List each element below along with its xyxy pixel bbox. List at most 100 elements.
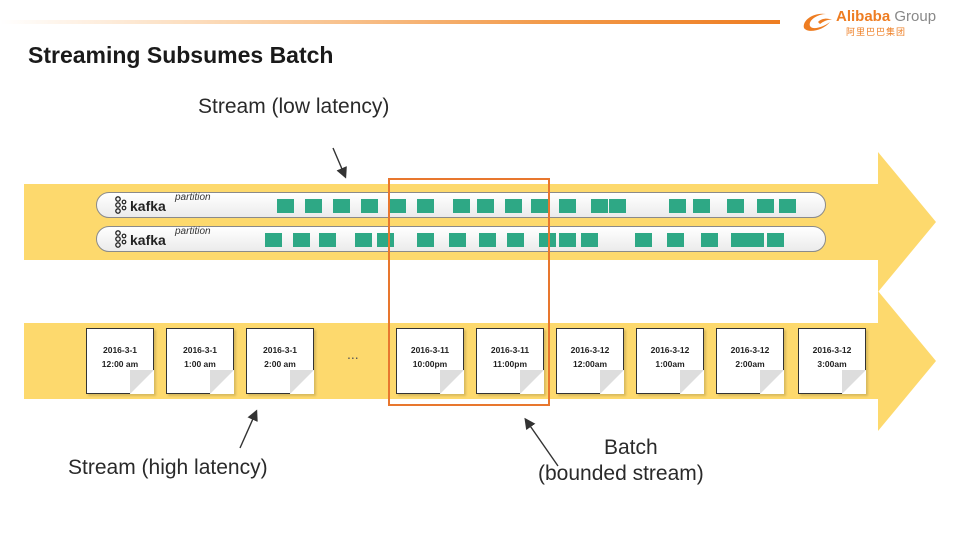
file-page-label: 2016-3-11 11:00pm	[477, 343, 543, 371]
stream-record	[417, 233, 434, 247]
file-page: 2016-3-12 2:00am	[716, 328, 784, 394]
file-page: 2016-3-12 3:00am	[798, 328, 866, 394]
file-page-label: 2016-3-12 1:00am	[637, 343, 703, 371]
file-date: 2016-3-12	[812, 345, 852, 355]
stream-record	[417, 199, 434, 213]
file-page: 2016-3-11 11:00pm	[476, 328, 544, 394]
stream-record	[355, 233, 372, 247]
page-fold	[842, 370, 866, 394]
stream-record	[265, 233, 282, 247]
file-date: 2016-3-11	[410, 345, 450, 355]
alibaba-logo: Alibaba Group 阿里巴巴集团	[800, 6, 950, 40]
partition-label: partition	[175, 192, 211, 203]
file-date: 2016-3-1	[262, 345, 298, 355]
label-bounded-stream: (bounded stream)	[538, 462, 704, 485]
batch-highlight-box	[388, 178, 550, 406]
alibaba-logo-icon	[803, 13, 832, 31]
file-time: 1:00 am	[184, 359, 216, 369]
file-page: 2016-3-12 1:00am	[636, 328, 704, 394]
kafka-logo: kafka	[113, 196, 166, 214]
arrow-to-batch	[524, 417, 559, 467]
file-page: 2016-3-1 2:00 am	[246, 328, 314, 394]
file-time: 3:00am	[817, 359, 847, 369]
file-time: 1:00am	[655, 359, 685, 369]
kafka-logo: kafka	[113, 230, 166, 248]
file-page: 2016-3-1 1:00 am	[166, 328, 234, 394]
slide-title: Streaming Subsumes Batch	[28, 42, 334, 68]
ellipsis: ...	[347, 346, 359, 362]
file-page: 2016-3-11 10:00pm	[396, 328, 464, 394]
page-fold	[680, 370, 704, 394]
label-stream-high-latency: Stream (high latency)	[68, 456, 268, 479]
stream-record	[635, 233, 652, 247]
file-date: 2016-3-12	[570, 345, 610, 355]
logo-chinese: 阿里巴巴集团	[846, 27, 907, 37]
stream-record	[507, 233, 524, 247]
stream-record	[477, 199, 494, 213]
stream-record	[747, 233, 764, 247]
stream-record	[453, 199, 470, 213]
file-date: 2016-3-1	[182, 345, 218, 355]
file-date: 2016-3-12	[650, 345, 690, 355]
logo-wordmark: Alibaba Group	[836, 8, 937, 25]
stream-record	[531, 199, 548, 213]
file-time: 10:00pm	[412, 359, 448, 369]
stream-record	[667, 233, 684, 247]
kafka-partition-pipe: kafka partition	[96, 226, 826, 252]
stream-record	[293, 233, 310, 247]
stream-record	[305, 199, 322, 213]
kafka-partition-pipe: kafka partition	[96, 192, 826, 218]
kafka-icon	[115, 196, 127, 214]
stream-record	[333, 199, 350, 213]
stream-record	[479, 233, 496, 247]
stream-record	[731, 233, 748, 247]
stream-record	[693, 199, 710, 213]
stream-arrow-low-latency	[878, 152, 936, 292]
file-page-label: 2016-3-1 1:00 am	[167, 343, 233, 371]
stream-record	[609, 199, 626, 213]
stream-record	[449, 233, 466, 247]
file-page-label: 2016-3-12 12:00am	[557, 343, 623, 371]
arrow-to-kafka	[332, 147, 347, 179]
label-stream-low-latency: Stream (low latency)	[198, 95, 390, 118]
page-fold	[440, 370, 464, 394]
file-date: 2016-3-12	[730, 345, 770, 355]
label-batch: Batch	[604, 436, 658, 459]
file-time: 2:00 am	[264, 359, 296, 369]
file-time: 12:00 am	[101, 359, 139, 369]
file-time: 11:00pm	[492, 359, 528, 369]
stream-record	[559, 233, 576, 247]
stream-record	[319, 233, 336, 247]
stream-record	[539, 233, 556, 247]
arrow-to-files	[239, 409, 258, 449]
stream-record	[505, 199, 522, 213]
stream-record	[757, 199, 774, 213]
header-accent-line	[0, 20, 780, 24]
kafka-icon	[115, 230, 127, 248]
stream-record	[591, 199, 608, 213]
file-page-label: 2016-3-1 2:00 am	[247, 343, 313, 371]
file-page: 2016-3-12 12:00am	[556, 328, 624, 394]
page-fold	[760, 370, 784, 394]
file-page-label: 2016-3-12 2:00am	[717, 343, 783, 371]
stream-record	[277, 199, 294, 213]
page-fold	[520, 370, 544, 394]
file-date: 2016-3-11	[490, 345, 530, 355]
stream-record	[581, 233, 598, 247]
page-fold	[290, 370, 314, 394]
stream-record	[669, 199, 686, 213]
file-page-label: 2016-3-12 3:00am	[799, 343, 865, 371]
file-page-label: 2016-3-11 10:00pm	[397, 343, 463, 371]
stream-record	[361, 199, 378, 213]
file-time: 2:00am	[735, 359, 765, 369]
stream-record	[779, 199, 796, 213]
stream-record	[727, 199, 744, 213]
page-fold	[210, 370, 234, 394]
file-time: 12:00am	[572, 359, 608, 369]
stream-arrow-high-latency	[878, 291, 936, 431]
page-fold	[130, 370, 154, 394]
stream-record	[389, 199, 406, 213]
